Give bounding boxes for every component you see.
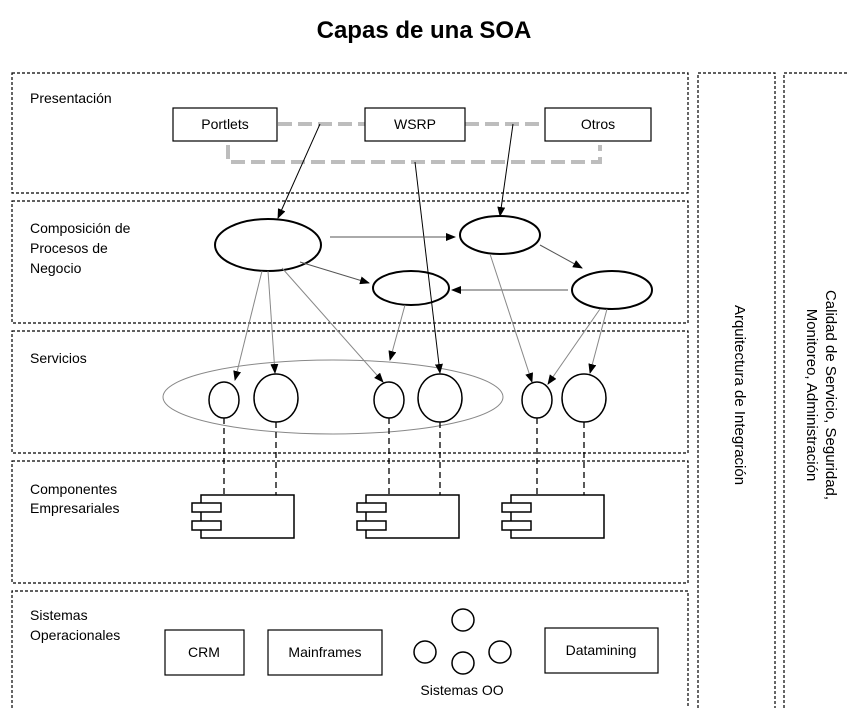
service-circle <box>373 381 405 419</box>
datamining-box <box>544 627 659 674</box>
process-node-center <box>372 270 450 306</box>
sistemas-oo-label: Sistemas OO <box>420 682 503 698</box>
component-icon <box>191 494 295 539</box>
component-icon <box>356 494 460 539</box>
column-integracion <box>697 72 776 708</box>
calidad-label-line1: Calidad de Servicio, Seguridad, <box>822 290 839 500</box>
wsrp-box <box>364 107 466 142</box>
crm-box <box>164 629 245 676</box>
process-node-right <box>571 270 653 310</box>
crm-label: CRM <box>188 644 220 660</box>
layer-sistemas <box>11 590 689 708</box>
integracion-label: Arquitectura de Integración <box>731 305 748 485</box>
column-calidad <box>783 72 849 708</box>
service-circle <box>417 373 463 423</box>
service-circle <box>521 381 553 419</box>
mainframes-label: Mainframes <box>288 644 361 660</box>
presentation-connector <box>226 122 602 164</box>
portlets-label: Portlets <box>201 116 248 132</box>
service-circle <box>561 373 607 423</box>
calidad-label-line2: Monitoreo, Administración <box>803 309 820 482</box>
portlets-box <box>172 107 278 142</box>
otros-box <box>544 107 652 142</box>
layer-servicios <box>11 330 689 454</box>
datamining-label: Datamining <box>566 642 637 658</box>
layer-componentes <box>11 460 689 584</box>
diagram-title: Capas de una SOA <box>317 17 532 44</box>
layer-label-componentes: Componentes Empresariales <box>30 481 121 516</box>
service-group-ellipse <box>162 359 504 435</box>
layer-label-composicion: Composición de Procesos de Negocio <box>30 220 134 276</box>
layer-label-servicios: Servicios <box>30 350 87 366</box>
mainframes-box <box>267 629 383 676</box>
service-component-links <box>223 418 585 495</box>
layer-presentacion <box>11 72 689 194</box>
flow-arrows <box>233 123 608 385</box>
wsrp-label: WSRP <box>394 116 436 132</box>
component-icon <box>501 494 605 539</box>
oo-systems-icon <box>413 608 512 675</box>
layer-composicion <box>11 200 689 324</box>
service-circle <box>208 381 240 419</box>
process-node-top-right <box>459 215 541 255</box>
service-circle <box>253 373 299 423</box>
layer-label-presentacion: Presentación <box>30 90 112 106</box>
layer-label-sistemas: Sistemas Operacionales <box>30 607 120 643</box>
otros-label: Otros <box>581 116 615 132</box>
